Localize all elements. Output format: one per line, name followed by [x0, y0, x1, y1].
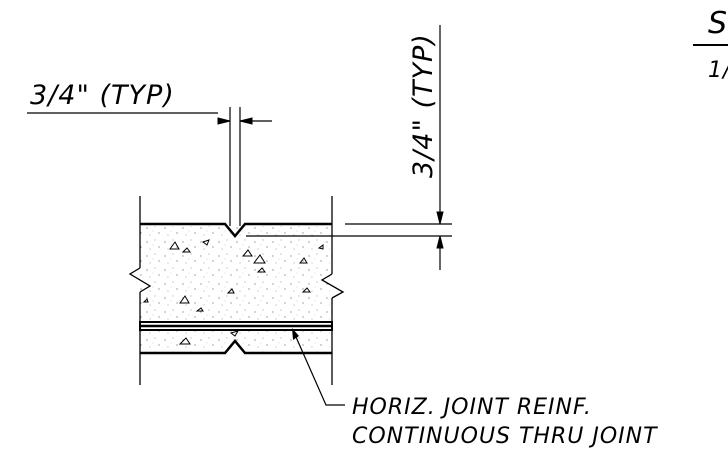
joint-reinforcement: [139, 321, 333, 331]
note-line-2: CONTINUOUS THRU JOINT: [352, 424, 658, 449]
horizontal-dimension-label: 3/4" (TYP): [30, 80, 175, 111]
cropped-callout-top: S: [708, 6, 728, 41]
vertical-dimension: [246, 25, 452, 270]
reinforcement-leader: [292, 328, 345, 406]
cropped-callout: S 1/: [693, 6, 728, 83]
vertical-dimension-label: 3/4" (TYP): [408, 33, 439, 178]
aggregate-symbols: [142, 239, 324, 345]
note-line-1: HORIZ. JOINT REINF.: [352, 395, 592, 420]
masonry-block-outlines: [128, 196, 345, 385]
horizontal-dimension: [27, 107, 272, 226]
concrete-hatch: [140, 226, 330, 352]
cropped-callout-bottom: 1/: [708, 58, 728, 83]
